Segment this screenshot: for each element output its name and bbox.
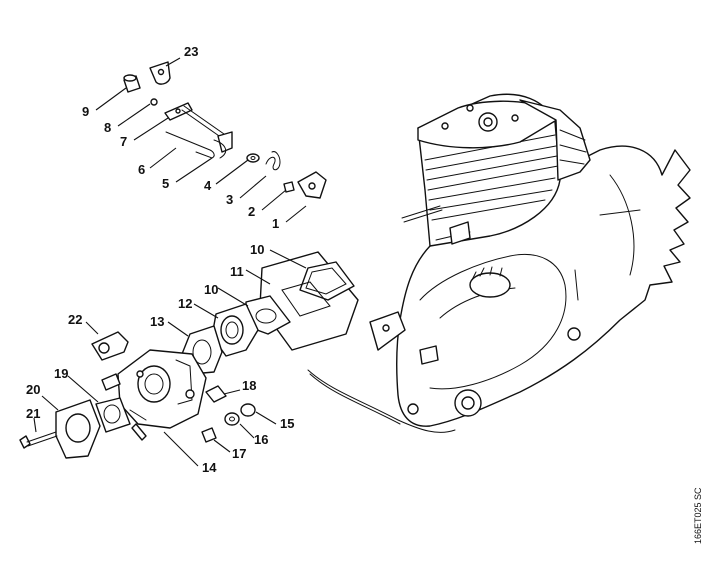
part-8 (150, 98, 158, 106)
part-21 (19, 431, 58, 449)
callout-5: 5 (162, 176, 169, 191)
linkage-parts (123, 61, 327, 199)
leader-lines (33, 57, 307, 467)
callout-16: 16 (254, 432, 268, 447)
part-16 (224, 412, 240, 426)
part-17 (201, 427, 217, 443)
callout-19: 19 (54, 366, 68, 381)
callout-13: 13 (150, 314, 164, 329)
callout-21: 21 (26, 406, 40, 421)
part-2 (283, 181, 295, 193)
callout-20: 20 (26, 382, 40, 397)
carburetor-14 (101, 349, 207, 441)
callout-15: 15 (280, 416, 294, 431)
callout-22: 22 (68, 312, 82, 327)
callout-14: 14 (202, 460, 217, 475)
callout-9: 9 (82, 104, 89, 119)
callout-18: 18 (242, 378, 256, 393)
callout-8: 8 (104, 120, 111, 135)
drawing-code: 166ET025 SC (693, 487, 703, 544)
callout-2: 2 (248, 204, 255, 219)
callout-1: 1 (272, 216, 279, 231)
part-19 (95, 397, 131, 433)
part-4 (246, 153, 260, 163)
callout-10-lower: 10 (204, 282, 218, 297)
part-22 (91, 331, 129, 361)
part-6 (165, 131, 215, 159)
part-3 (265, 151, 281, 171)
callout-7: 7 (120, 134, 127, 149)
part-18 (205, 385, 227, 403)
callout-6: 6 (138, 162, 145, 177)
callout-4: 4 (204, 178, 212, 193)
part-15 (240, 403, 256, 417)
callout-3: 3 (226, 192, 233, 207)
callout-17: 17 (232, 446, 246, 461)
engine-assembly (307, 93, 691, 433)
callout-labels: 23 9 8 7 6 5 4 3 2 1 10 11 10 12 13 22 1… (26, 44, 294, 475)
callout-11: 11 (230, 264, 244, 279)
callout-10-upper: 10 (250, 242, 264, 257)
callout-23: 23 (184, 44, 198, 59)
callout-12: 12 (178, 296, 192, 311)
part-5 (213, 139, 227, 159)
